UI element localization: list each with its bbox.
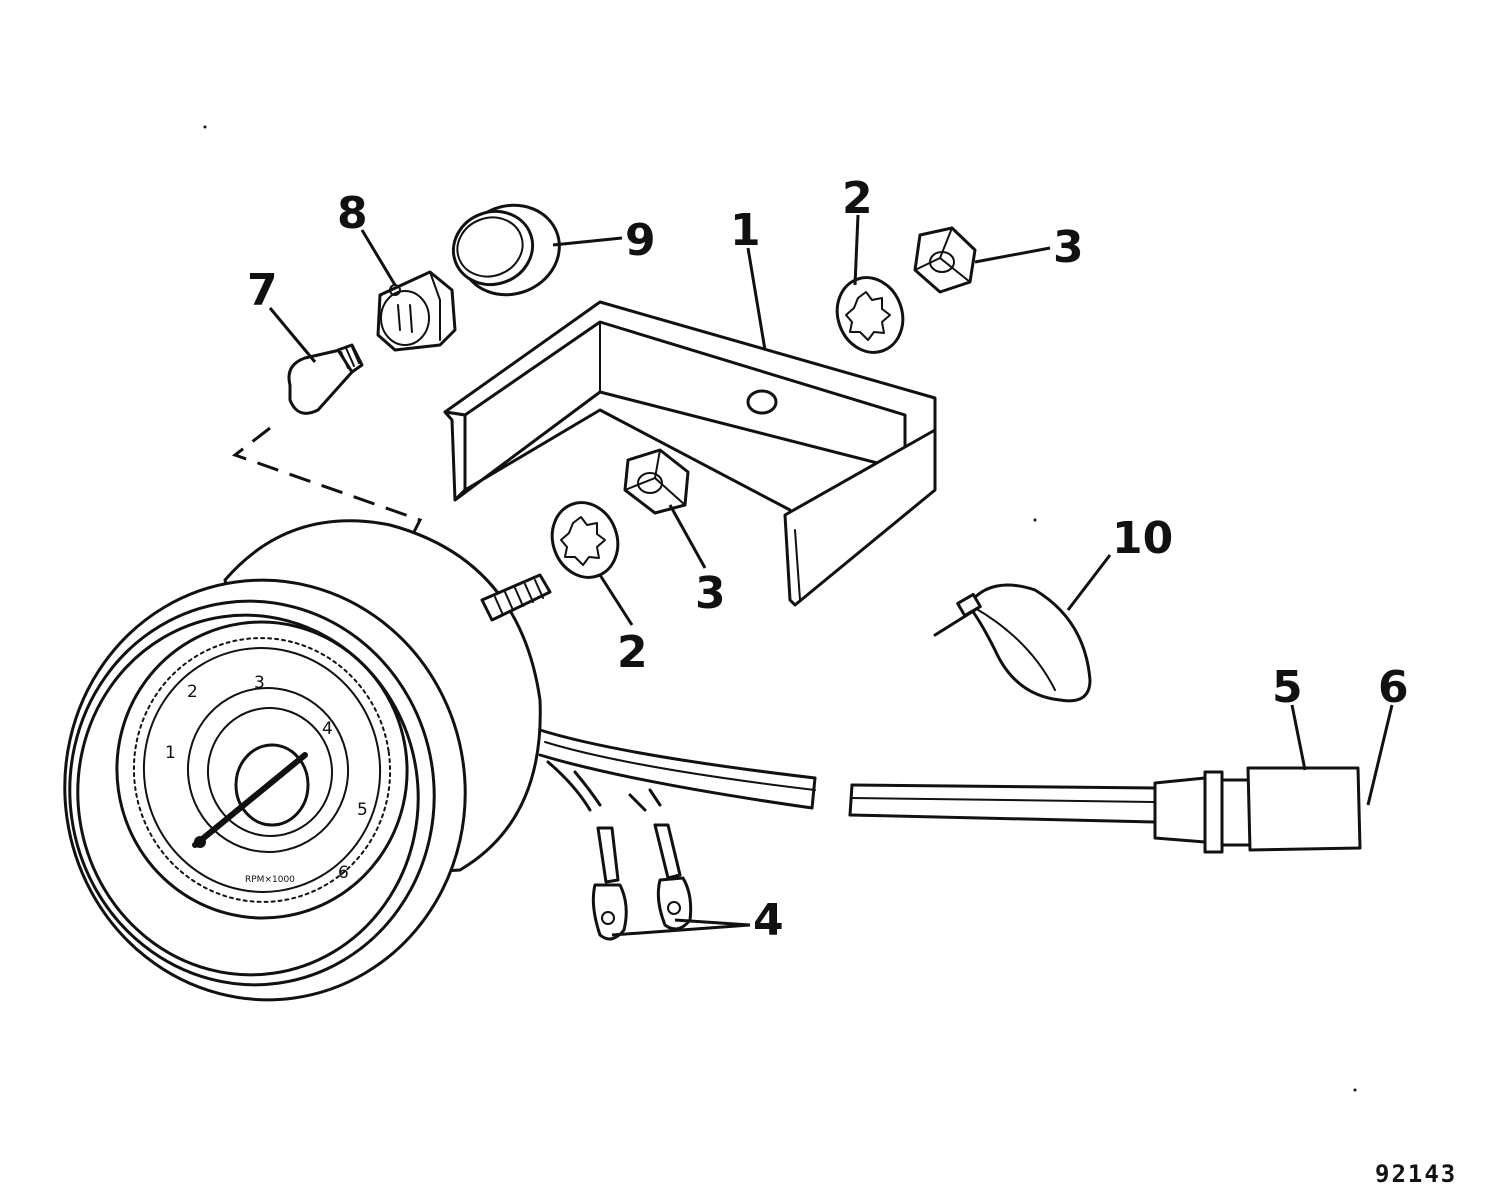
nut-upper [913,226,977,294]
threaded-stud [480,573,552,622]
callout-7: 7 [247,265,278,316]
callout-3-upper: 3 [1053,222,1084,273]
figure-id: 92143 [1375,1160,1457,1188]
ring-terminals [591,823,693,941]
callout-4: 4 [753,895,784,946]
dial-number: 6 [338,863,349,883]
wiring-harness [538,728,1157,824]
tachometer: 1 2 3 4 5 6 RPM×1000 [63,519,552,1002]
callout-3-lower: 3 [695,568,726,619]
dial-number: 4 [322,719,333,739]
bulb [287,343,364,415]
bulb-socket [376,270,457,352]
leader-lines [268,214,1394,937]
callout-1: 1 [730,205,761,256]
cap [451,203,561,297]
callout-2-upper: 2 [842,173,873,224]
connector [1153,766,1362,854]
callout-6: 6 [1378,662,1409,713]
lock-washer-lower [550,501,620,579]
nut-lower [623,448,690,515]
assembly-dashed-line [231,426,423,541]
callout-5: 5 [1272,662,1303,713]
gauge-needle [192,752,308,848]
dial-number: 5 [357,800,368,820]
bracket [443,300,937,607]
lock-washer-upper [835,276,905,354]
callout-10: 10 [1112,513,1173,564]
tie-strap [933,583,1092,703]
callout-2-lower: 2 [617,627,648,678]
callout-8: 8 [337,188,368,239]
callout-9: 9 [625,215,656,266]
dial-number: 2 [187,682,198,702]
dial-number: 1 [165,743,176,763]
dial-number: 3 [254,673,265,693]
dial-caption: RPM×1000 [245,875,295,885]
